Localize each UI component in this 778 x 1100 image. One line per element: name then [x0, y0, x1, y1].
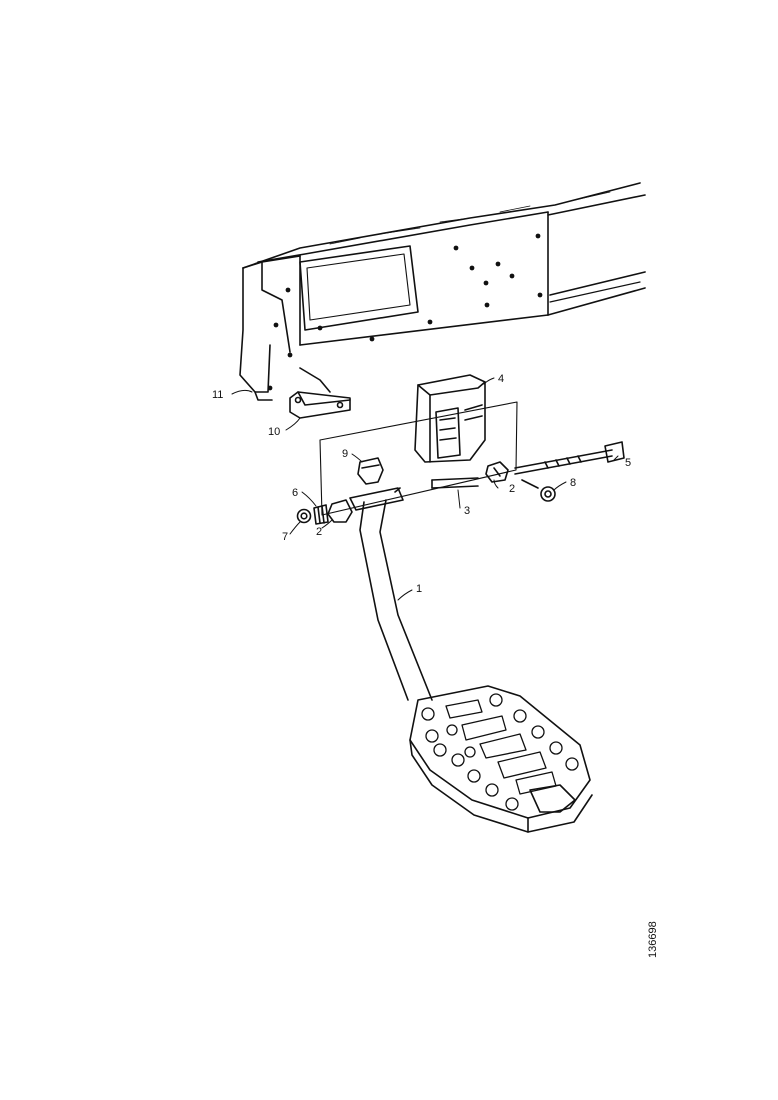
callout-3: 3	[464, 505, 470, 517]
pedal-plate	[409, 685, 593, 833]
nut-part-8	[521, 479, 556, 502]
callout-2-left: 2	[316, 526, 322, 538]
callout-5: 5	[625, 457, 631, 469]
bracket-part-10	[289, 367, 351, 419]
figure-reference-number: 136698	[647, 921, 659, 958]
leader-lines	[231, 377, 619, 601]
callout-9: 9	[342, 448, 348, 460]
clip-part-9	[357, 457, 384, 485]
callout-2-right: 2	[509, 483, 515, 495]
callout-10: 10	[268, 426, 280, 438]
bushing-part-2-right	[485, 461, 509, 483]
bolt-part-5	[514, 441, 625, 475]
callout-4: 4	[498, 373, 504, 385]
pedal-arm-part-1	[349, 487, 433, 701]
pedal-tread-holes	[421, 693, 579, 811]
bushing-part-2-left	[327, 499, 353, 523]
housing-part-4	[414, 374, 486, 463]
callout-1: 1	[416, 583, 422, 595]
callout-6: 6	[292, 487, 298, 499]
frame-rail	[239, 182, 646, 401]
pivot-shaft-part-3	[431, 477, 479, 489]
washer-part-6	[313, 504, 329, 525]
callout-7: 7	[282, 531, 288, 543]
frame-rivets	[267, 233, 543, 391]
callout-11: 11	[212, 389, 223, 401]
callout-8: 8	[570, 477, 576, 489]
mounting-plate	[319, 401, 518, 516]
nut-part-7	[296, 508, 312, 524]
